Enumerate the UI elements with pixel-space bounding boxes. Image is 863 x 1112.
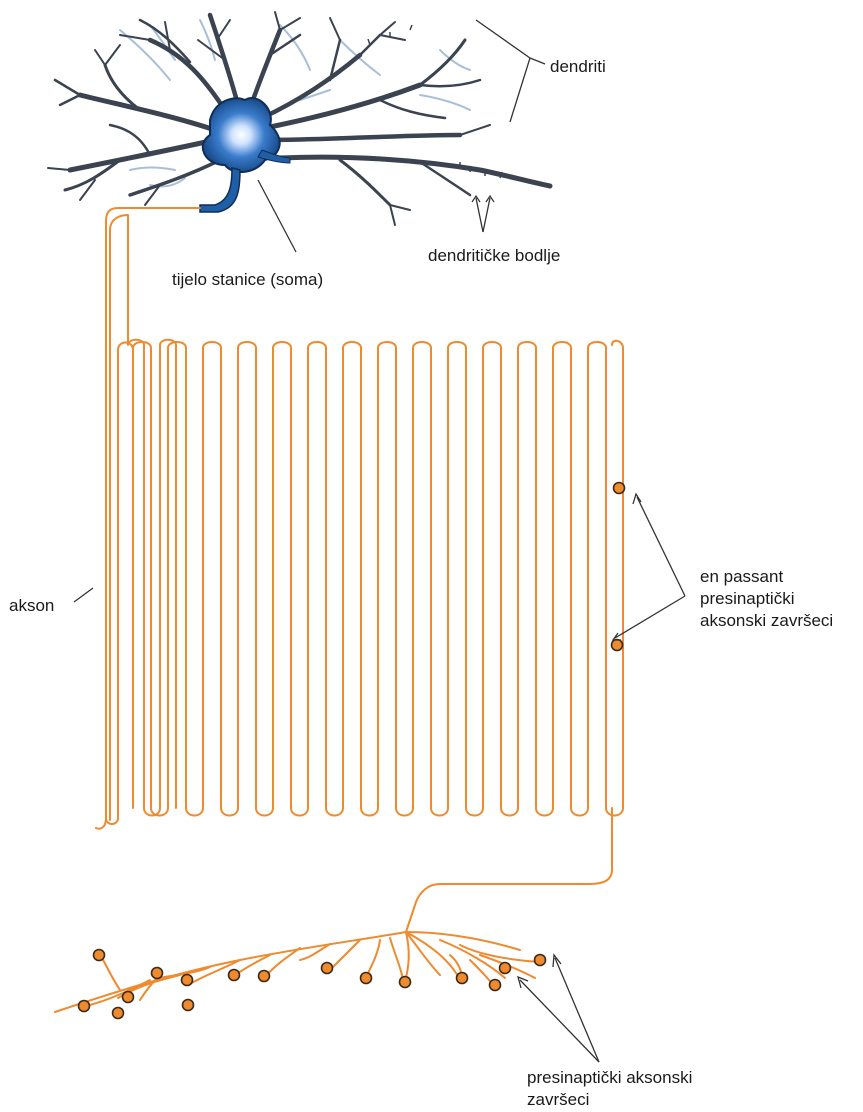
terminal-bouton bbox=[490, 980, 501, 991]
terminal-bouton bbox=[500, 963, 511, 974]
leader-lines bbox=[74, 20, 685, 1062]
terminal-bouton bbox=[123, 992, 134, 1003]
en-passant-leader bbox=[637, 497, 685, 596]
label-en-passant-line2: presinaptički bbox=[700, 587, 795, 610]
terminal-bouton bbox=[79, 1001, 90, 1012]
label-axon: akson bbox=[9, 594, 54, 617]
label-soma: tijelo stanice (soma) bbox=[172, 268, 323, 291]
terminal-bouton bbox=[535, 955, 546, 966]
terminal-bouton bbox=[152, 968, 163, 979]
label-en-passant-line3: aksonski završeci bbox=[700, 609, 833, 632]
terminal-bouton bbox=[361, 973, 372, 984]
dendrites-leader bbox=[476, 20, 530, 122]
axon-leader bbox=[74, 588, 93, 602]
terminal-bouton bbox=[182, 975, 193, 986]
axon-hillock bbox=[200, 168, 240, 212]
terminal-bouton bbox=[94, 950, 105, 961]
terminal-bouton bbox=[322, 963, 333, 974]
terminals-leader bbox=[520, 980, 599, 1062]
terminal-bouton bbox=[259, 971, 270, 982]
soma bbox=[203, 98, 280, 172]
en-passant-bouton bbox=[614, 483, 625, 494]
label-dendrites: dendriti bbox=[550, 55, 606, 78]
label-terminals-line2: završeci bbox=[527, 1088, 589, 1111]
spines-leader bbox=[476, 198, 483, 232]
dendritic-spines bbox=[368, 25, 502, 178]
label-en-passant-line1: en passant bbox=[700, 565, 783, 588]
dendrites bbox=[48, 12, 550, 225]
terminal-bouton bbox=[229, 970, 240, 981]
axon-serpentine bbox=[106, 341, 623, 932]
terminal-bouton bbox=[183, 1000, 194, 1011]
axon bbox=[96, 208, 200, 829]
terminal-bouton bbox=[457, 973, 468, 984]
label-dendritic-spines: dendritičke bodlje bbox=[428, 244, 560, 267]
label-terminals-line1: presinaptički aksonski bbox=[527, 1066, 692, 1089]
terminal-bouton bbox=[113, 1008, 124, 1019]
en-passant-bouton bbox=[612, 640, 623, 651]
terminal-bouton bbox=[400, 977, 411, 988]
soma-leader bbox=[258, 180, 296, 252]
